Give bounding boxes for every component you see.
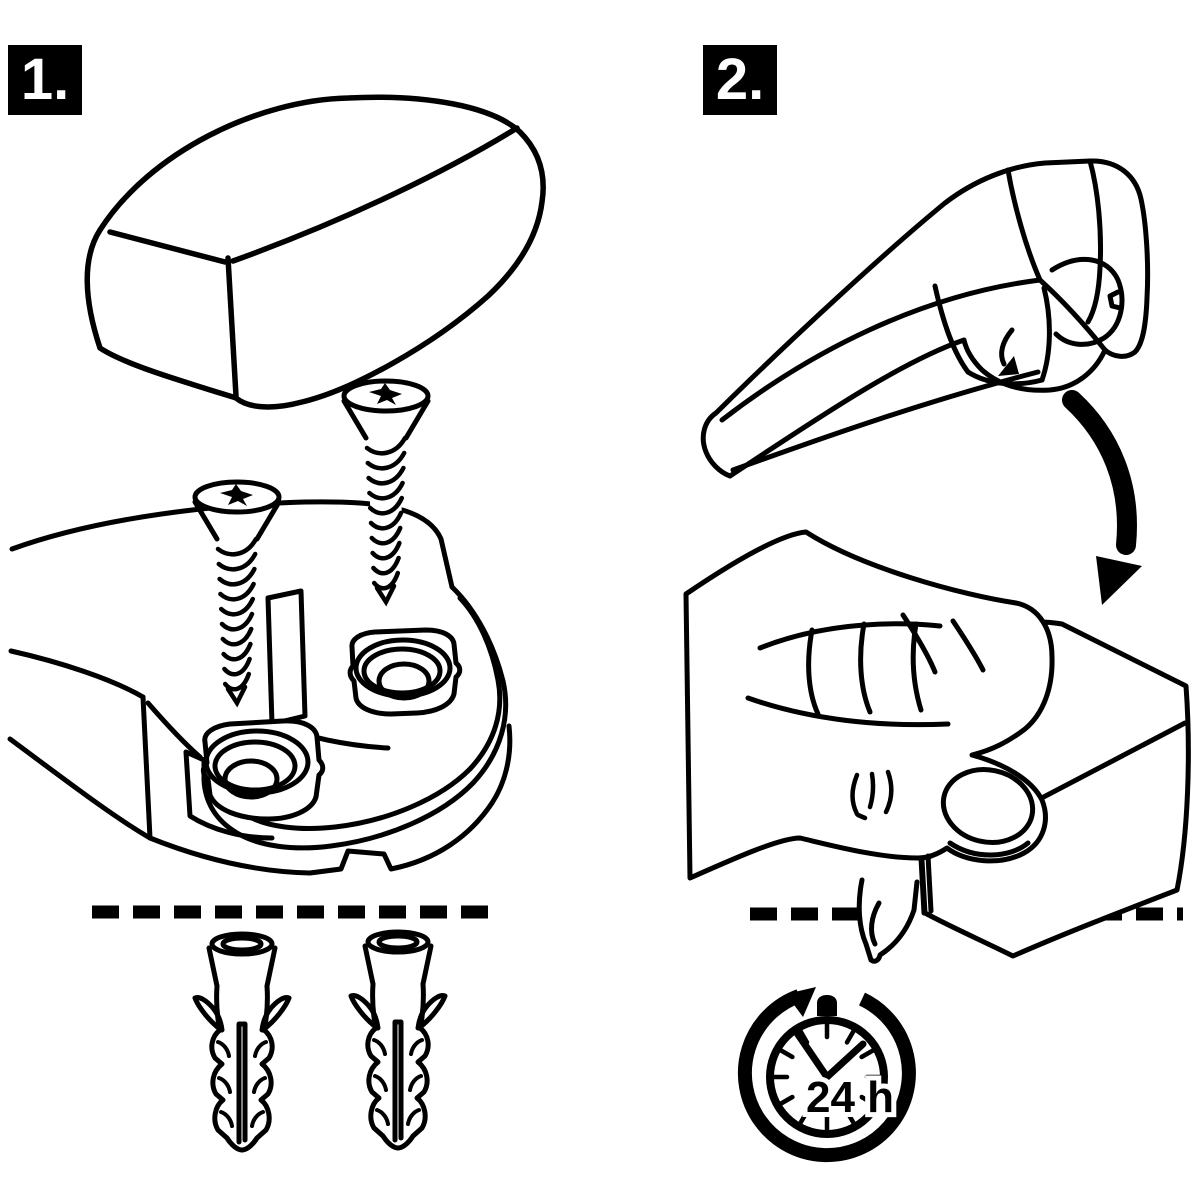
step-1-badge: 1. (8, 45, 82, 115)
cover-cap-icon (84, 94, 546, 410)
swing-down-arrow-icon (1062, 390, 1142, 605)
screw-icon (195, 482, 279, 704)
step-2-badge-box (703, 45, 777, 115)
clock-hands (793, 1029, 867, 1081)
step-1-badge-box (8, 45, 82, 115)
hand-pressing-device-icon (683, 529, 1055, 881)
step-2-panel: 2. (683, 45, 1191, 1163)
clock-ticks (771, 1021, 883, 1133)
timer-rotation-arc (737, 989, 916, 1163)
timer-label: 24 h (806, 1073, 894, 1122)
wall-anchor-icon (351, 932, 445, 1148)
device-clip-icon (856, 853, 934, 964)
stopwatch-crown (817, 995, 837, 1016)
step-1-panel: 1. (7, 45, 546, 1150)
timer-24h-icon: 24 h (737, 987, 916, 1163)
step-1-badge-label: 1. (21, 47, 69, 112)
step-2-badge-label: 2. (716, 47, 764, 112)
screw-icon (344, 381, 428, 603)
tilted-device-icon (700, 158, 1151, 479)
timer-arrow-head (786, 987, 816, 1017)
mounting-base-icon (7, 499, 513, 876)
wall-anchor-icon (195, 934, 289, 1150)
rotate-clip-arrow-icon (998, 327, 1019, 376)
step-2-badge: 2. (703, 45, 777, 115)
